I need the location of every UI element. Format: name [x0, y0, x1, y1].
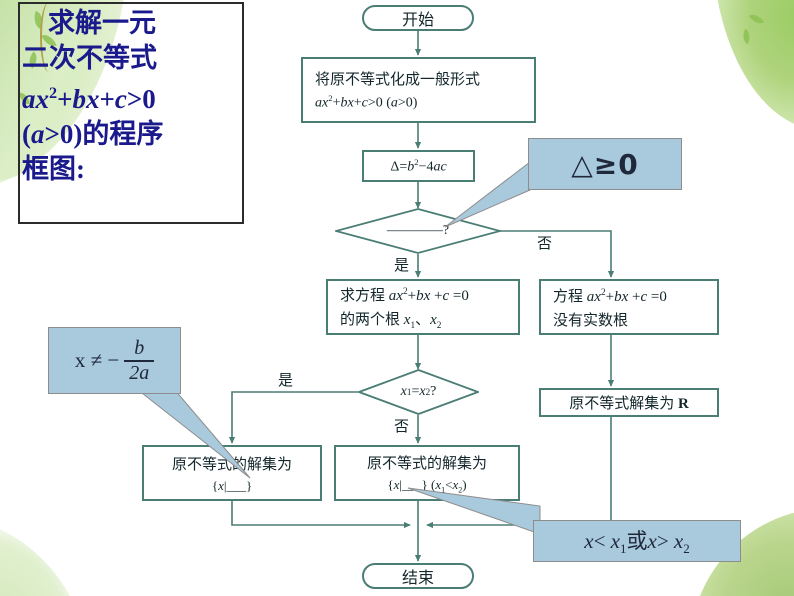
title-line-2: 二次不等式 — [22, 43, 157, 73]
node-delta-label: Δ=b2−4ac — [390, 156, 447, 175]
callout-discriminant-text: △≥0 — [571, 147, 639, 181]
node-roots-line1: 求方程 ax2+bx +c =0 — [340, 286, 469, 304]
node-roots-line2: 的两个根 x1、x2 — [340, 311, 442, 331]
node-decision-delta[interactable]: ————? — [335, 208, 501, 254]
callout-vertex-prefix: x ≠ − — [74, 348, 120, 372]
node-start-label: 开始 — [401, 12, 434, 29]
node-solution-r[interactable]: 原不等式解集为 R — [539, 388, 719, 417]
branch-label-delta-no: 否 — [537, 236, 553, 252]
fraction-denominator: 2a — [129, 361, 150, 384]
node-normalize[interactable]: 将原不等式化成一般形式 ax2+bx+c>0 (a>0) — [301, 57, 536, 123]
node-sol-equal-line1: 原不等式的解集为 — [171, 456, 292, 473]
branch-label-delta-yes: 是 — [394, 258, 410, 274]
node-sol-diff[interactable]: 原不等式的解集为 {x|___} (x1<x2) — [334, 445, 520, 501]
node-solution-r-label: 原不等式解集为 R — [569, 396, 689, 412]
callout-discriminant[interactable]: △≥0 — [528, 138, 682, 190]
page-title: 求解一元 二次不等式 ax2+bx+c>0 (a>0)的程序 框图: — [22, 6, 244, 187]
fraction-numerator: b — [134, 337, 145, 360]
node-end-label: 结束 — [401, 570, 434, 587]
node-start[interactable]: 开始 — [362, 5, 474, 31]
title-callout-box — [18, 2, 244, 224]
node-sol-diff-line1: 原不等式的解集为 — [366, 455, 487, 472]
fraction-bar — [124, 359, 155, 362]
title-line-4: (a>0)的程序 — [22, 119, 164, 149]
node-no-roots[interactable]: 方程 ax2+bx +c =0 没有实数根 — [539, 279, 719, 335]
node-sol-equal-line2: {x|___} — [211, 477, 253, 493]
node-sol-equal[interactable]: 原不等式的解集为 {x|___} — [142, 445, 322, 501]
branch-label-equal-no: 否 — [394, 419, 410, 435]
node-normalize-line1: 将原不等式化成一般形式 — [315, 72, 481, 89]
fraction: b 2a — [124, 337, 155, 384]
decorative-foliage-bottom-left — [0, 516, 90, 596]
node-roots[interactable]: 求方程 ax2+bx +c =0 的两个根 x1、x2 — [326, 279, 520, 335]
node-delta[interactable]: Δ=b2−4ac — [362, 150, 475, 182]
callout-solution-set-text: x< x1或x> x2 — [584, 528, 690, 557]
leaf-icon — [739, 28, 754, 45]
node-decision-delta-label: ————? — [386, 223, 450, 238]
callout-solution-set[interactable]: x< x1或x> x2 — [533, 520, 741, 562]
node-sol-diff-line2: {x|___} (x1<x2) — [387, 476, 467, 495]
title-line-3: ax2+bx+c>0 — [22, 84, 156, 114]
node-no-roots-line1: 方程 ax2+bx +c =0 — [553, 287, 667, 305]
callout-vertex-text: x ≠ − b 2a — [74, 337, 155, 384]
node-end[interactable]: 结束 — [362, 563, 474, 589]
title-line-1: 求解一元 — [48, 8, 156, 38]
title-line-5: 框图: — [22, 154, 85, 184]
vine-stem — [40, 2, 58, 72]
leaf-icon — [748, 10, 765, 28]
callout-vertex-condition[interactable]: x ≠ − b 2a — [48, 327, 181, 394]
branch-label-equal-yes: 是 — [278, 373, 294, 389]
node-no-roots-line2: 没有实数根 — [553, 312, 629, 329]
node-normalize-line2: ax2+bx+c>0 (a>0) — [315, 93, 418, 111]
